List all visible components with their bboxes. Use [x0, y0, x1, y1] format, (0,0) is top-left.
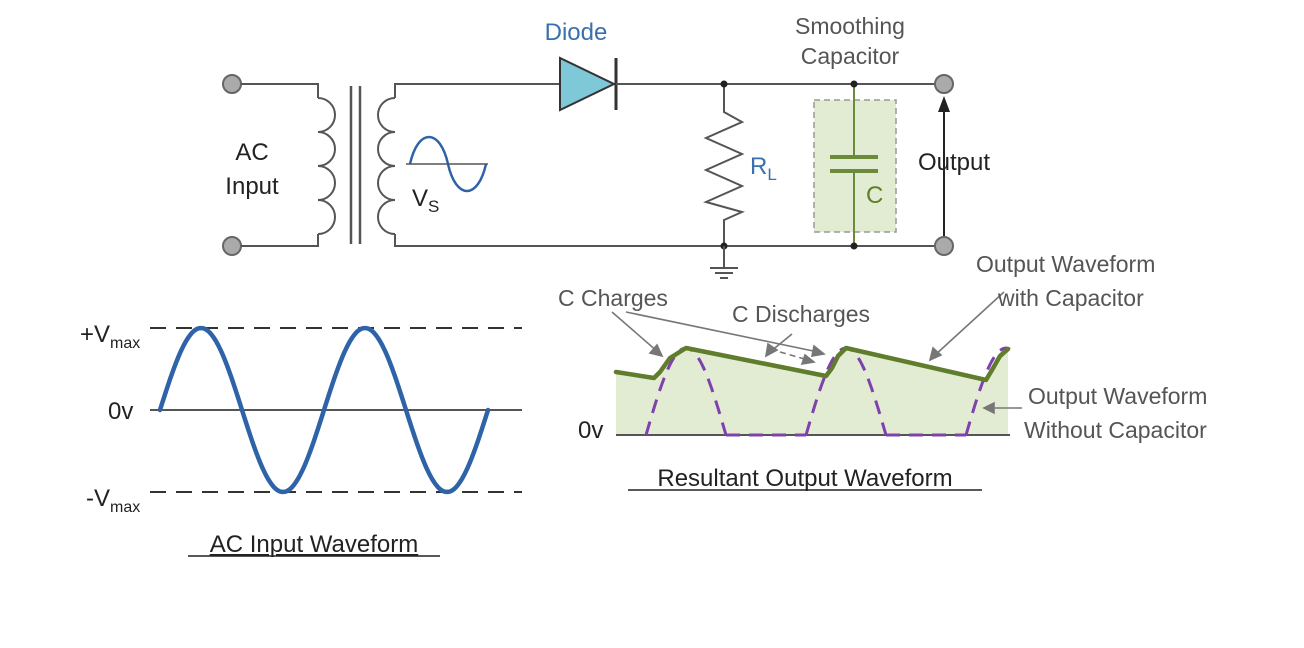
vs-label: VS — [412, 185, 439, 216]
primary-lead-bottom — [241, 234, 319, 247]
rl-label: RL — [750, 153, 777, 184]
output-shaded-area — [616, 348, 1008, 435]
c-charges-pointer-2 — [625, 311, 819, 353]
output-label: Output — [918, 149, 990, 176]
c-charges-pointer-1 — [611, 311, 659, 353]
c-discharges-arrowhead — [764, 342, 779, 358]
junction-rl-top — [720, 80, 728, 88]
c-discharges-label: C Discharges — [732, 301, 870, 327]
secondary-lead-top — [394, 83, 560, 98]
input-terminal-bottom — [222, 236, 242, 256]
rl-label-sub: L — [767, 165, 776, 184]
primary-lead-top — [241, 83, 319, 98]
out-with-pointer — [933, 291, 1005, 357]
output-with-capacitor-curve — [613, 345, 1011, 383]
diode-label: Diode — [545, 19, 608, 46]
vmax-negative-main: -V — [86, 485, 110, 512]
ac-input-sine-curve — [157, 325, 491, 495]
zero-volt-label-left: 0v — [108, 398, 133, 425]
vmax-positive-main: +V — [80, 321, 110, 348]
output-with-capacitor-label-2: with Capacitor — [997, 285, 1144, 311]
diode-symbol — [559, 56, 617, 112]
out-without-arrowhead — [982, 401, 995, 415]
resultant-output-waveform: C Charges C Discharges Output Waveform w… — [558, 251, 1207, 492]
load-resistor — [703, 84, 745, 246]
junction-cap-top — [850, 80, 858, 88]
junction-cap-bottom — [850, 242, 858, 250]
vmax-negative-label: -Vmax — [86, 485, 140, 516]
vmax-negative-sub: max — [110, 499, 140, 516]
zero-volt-label-right: 0v — [578, 417, 603, 444]
smoothing-capacitor-label-2: Capacitor — [801, 43, 900, 69]
c-charges-arrowhead-2 — [810, 344, 826, 357]
secondary-lead-bottom — [394, 234, 944, 247]
vmax-positive-label: +Vmax — [80, 321, 140, 352]
ac-waveform-title: AC Input Waveform — [210, 531, 419, 558]
output-arrow-head — [938, 96, 950, 112]
c-discharges-dash-arrowhead — [800, 353, 816, 366]
secondary-coil — [377, 97, 396, 235]
input-terminal-top — [222, 74, 242, 94]
out-with-arrowhead — [928, 346, 943, 362]
rl-label-main: R — [750, 153, 767, 180]
smoothing-capacitor-label-1: Smoothing — [795, 13, 905, 39]
vs-label-sub: S — [428, 197, 439, 216]
annotation-pointers — [611, 291, 1022, 415]
rectifier-circuit: Diode Smoothing Capacitor AC Input VS RL… — [222, 13, 990, 279]
vs-label-main: V — [412, 185, 428, 212]
ac-input-label-2: Input — [225, 173, 279, 200]
capacitor-label: C — [866, 182, 883, 209]
output-without-capacitor-label-2: Without Capacitor — [1024, 417, 1207, 443]
output-without-capacitor-label-1: Output Waveform — [1028, 383, 1207, 409]
primary-coil — [317, 97, 336, 235]
c-charges-label: C Charges — [558, 285, 668, 311]
c-charges-arrowhead-1 — [648, 343, 664, 358]
output-terminal-top — [934, 74, 954, 94]
vmax-positive-sub: max — [110, 335, 140, 352]
resultant-waveform-title: Resultant Output Waveform — [657, 465, 952, 492]
ac-input-waveform: +Vmax 0v -Vmax AC Input Waveform — [80, 321, 522, 558]
output-terminal-bottom — [934, 236, 954, 256]
output-with-capacitor-label-1: Output Waveform — [976, 251, 1155, 277]
ac-input-label-1: AC — [235, 139, 268, 166]
